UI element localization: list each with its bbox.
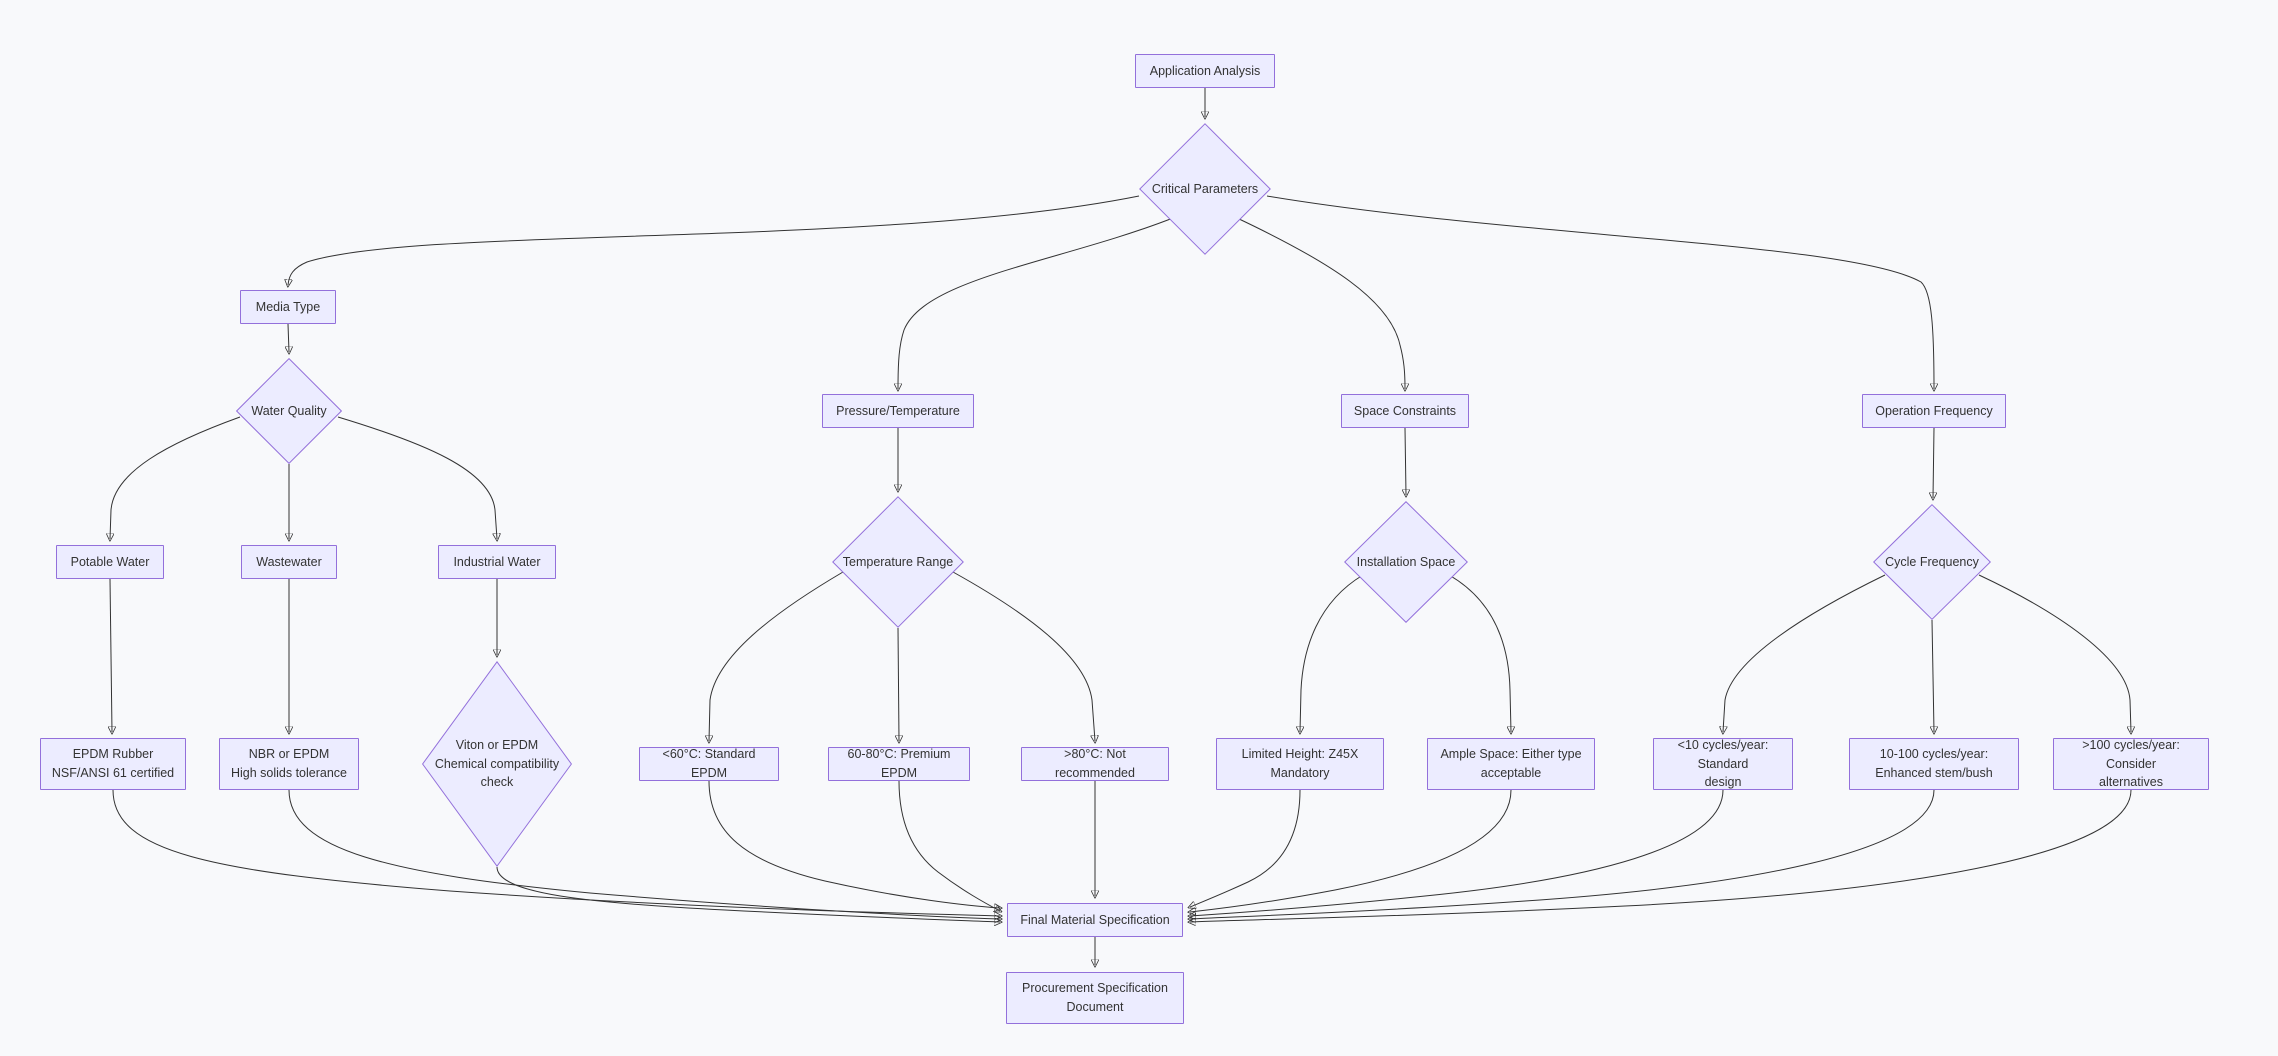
node-label: Critical Parameters bbox=[1151, 181, 1259, 196]
edge-water-quality-to-industrial-water bbox=[337, 416, 497, 539]
edge-cycles-lt10-to-final-spec bbox=[1190, 789, 1724, 916]
diamond-shape bbox=[1139, 123, 1271, 255]
node-label: Ample Space: Either type acceptable bbox=[1440, 747, 1582, 780]
diamond-shape bbox=[1344, 501, 1468, 623]
node-procurement-doc: Procurement Specification Document bbox=[1006, 972, 1184, 1024]
node-label: Pressure/Temperature bbox=[836, 403, 960, 418]
node-label: <10 cycles/year: Standard design bbox=[1677, 737, 1769, 790]
edge-potable-water-to-epdm-rubber bbox=[110, 578, 112, 732]
node-ample-space: Ample Space: Either type acceptable bbox=[1427, 738, 1595, 790]
edge-cycles-10-100-to-final-spec bbox=[1190, 789, 1935, 919]
node-temp-60-80: 60-80°C: Premium EPDM bbox=[828, 747, 970, 781]
edge-cycle-frequency-to-cycles-gt100 bbox=[1978, 574, 2131, 732]
node-label: Industrial Water bbox=[453, 554, 541, 569]
node-operation-frequency: Operation Frequency bbox=[1862, 394, 2006, 428]
node-critical-parameters: Critical Parameters bbox=[1139, 123, 1271, 255]
node-label: EPDM Rubber NSF/ANSI 61 certified bbox=[51, 747, 175, 780]
node-label: Temperature Range bbox=[842, 554, 954, 569]
edge-temperature-range-to-temp-lt60 bbox=[709, 571, 844, 741]
node-cycle-frequency: Cycle Frequency bbox=[1873, 504, 1991, 620]
node-label: Limited Height: Z45X Mandatory bbox=[1241, 747, 1359, 780]
diamond-shape bbox=[1873, 504, 1991, 620]
node-wastewater: Wastewater bbox=[241, 545, 337, 579]
node-cycles-gt100: >100 cycles/year: Consider alternatives bbox=[2053, 738, 2209, 790]
node-temp-lt60: <60°C: Standard EPDM bbox=[639, 747, 779, 781]
node-cycles-lt10: <10 cycles/year: Standard design bbox=[1653, 738, 1793, 790]
node-label: Operation Frequency bbox=[1875, 403, 1993, 418]
diamond-shape bbox=[422, 661, 572, 867]
edge-water-quality-to-potable-water bbox=[110, 416, 241, 539]
edge-cycle-frequency-to-cycles-10-100 bbox=[1932, 619, 1934, 732]
node-label: Procurement Specification Document bbox=[1022, 981, 1168, 1014]
node-temp-gt80: >80°C: Not recommended bbox=[1021, 747, 1169, 781]
diamond-shape bbox=[236, 358, 342, 464]
node-nbr-epdm: NBR or EPDM High solids tolerance bbox=[219, 738, 359, 790]
node-label: Viton or EPDM Chemical compatibility che… bbox=[434, 737, 560, 790]
edge-ample-space-to-final-spec bbox=[1190, 789, 1512, 912]
node-label: Final Material Specification bbox=[1020, 912, 1170, 927]
node-application-analysis: Application Analysis bbox=[1135, 54, 1275, 88]
node-label: Wastewater bbox=[256, 554, 322, 569]
node-cycles-10-100: 10-100 cycles/year: Enhanced stem/bush bbox=[1849, 738, 2019, 790]
diamond-shape bbox=[832, 496, 964, 628]
node-label: Installation Space bbox=[1356, 554, 1456, 569]
node-label: NBR or EPDM High solids tolerance bbox=[230, 747, 348, 780]
node-label: <60°C: Standard EPDM bbox=[662, 747, 756, 780]
node-limited-height: Limited Height: Z45X Mandatory bbox=[1216, 738, 1384, 790]
edge-temperature-range-to-temp-60-80 bbox=[898, 627, 899, 741]
edge-viton-epdm-to-final-spec bbox=[496, 866, 1000, 922]
edge-critical-parameters-to-media-type bbox=[288, 195, 1140, 285]
edge-space-constraints-to-installation-space bbox=[1405, 427, 1406, 495]
node-label: >100 cycles/year: Consider alternatives bbox=[2082, 737, 2180, 790]
edge-critical-parameters-to-operation-frequency bbox=[1266, 195, 1934, 389]
node-label: Potable Water bbox=[70, 554, 150, 569]
edge-cycles-gt100-to-final-spec bbox=[1190, 789, 2132, 922]
node-label: 10-100 cycles/year: Enhanced stem/bush bbox=[1875, 747, 1993, 780]
edge-temp-60-80-to-final-spec bbox=[898, 780, 1000, 911]
node-space-constraints: Space Constraints bbox=[1341, 394, 1469, 428]
edge-nbr-epdm-to-final-spec bbox=[288, 789, 1000, 919]
node-label: Application Analysis bbox=[1149, 63, 1261, 78]
edge-limited-height-to-final-spec bbox=[1190, 789, 1301, 907]
edge-media-type-to-water-quality bbox=[288, 323, 289, 352]
node-viton-epdm: Viton or EPDM Chemical compatibility che… bbox=[422, 661, 572, 867]
node-label: Media Type bbox=[255, 299, 321, 314]
node-pressure-temperature: Pressure/Temperature bbox=[822, 394, 974, 428]
edge-cycle-frequency-to-cycles-lt10 bbox=[1723, 574, 1886, 732]
node-epdm-rubber: EPDM Rubber NSF/ANSI 61 certified bbox=[40, 738, 186, 790]
node-label: Space Constraints bbox=[1353, 403, 1457, 418]
node-temperature-range: Temperature Range bbox=[832, 496, 964, 628]
node-label: 60-80°C: Premium EPDM bbox=[847, 747, 951, 780]
edge-temp-lt60-to-final-spec bbox=[708, 780, 1000, 908]
node-water-quality: Water Quality bbox=[236, 358, 342, 464]
node-final-spec: Final Material Specification bbox=[1007, 903, 1183, 937]
node-label: Water Quality bbox=[251, 403, 327, 418]
node-industrial-water: Industrial Water bbox=[438, 545, 556, 579]
edge-temperature-range-to-temp-gt80 bbox=[952, 571, 1095, 741]
node-installation-space: Installation Space bbox=[1344, 501, 1468, 623]
node-potable-water: Potable Water bbox=[56, 545, 164, 579]
edge-operation-frequency-to-cycle-frequency bbox=[1933, 427, 1934, 498]
node-label: >80°C: Not recommended bbox=[1055, 747, 1135, 780]
node-media-type: Media Type bbox=[240, 290, 336, 324]
node-label: Cycle Frequency bbox=[1885, 554, 1979, 569]
edge-critical-parameters-to-pressure-temperature bbox=[898, 217, 1174, 389]
